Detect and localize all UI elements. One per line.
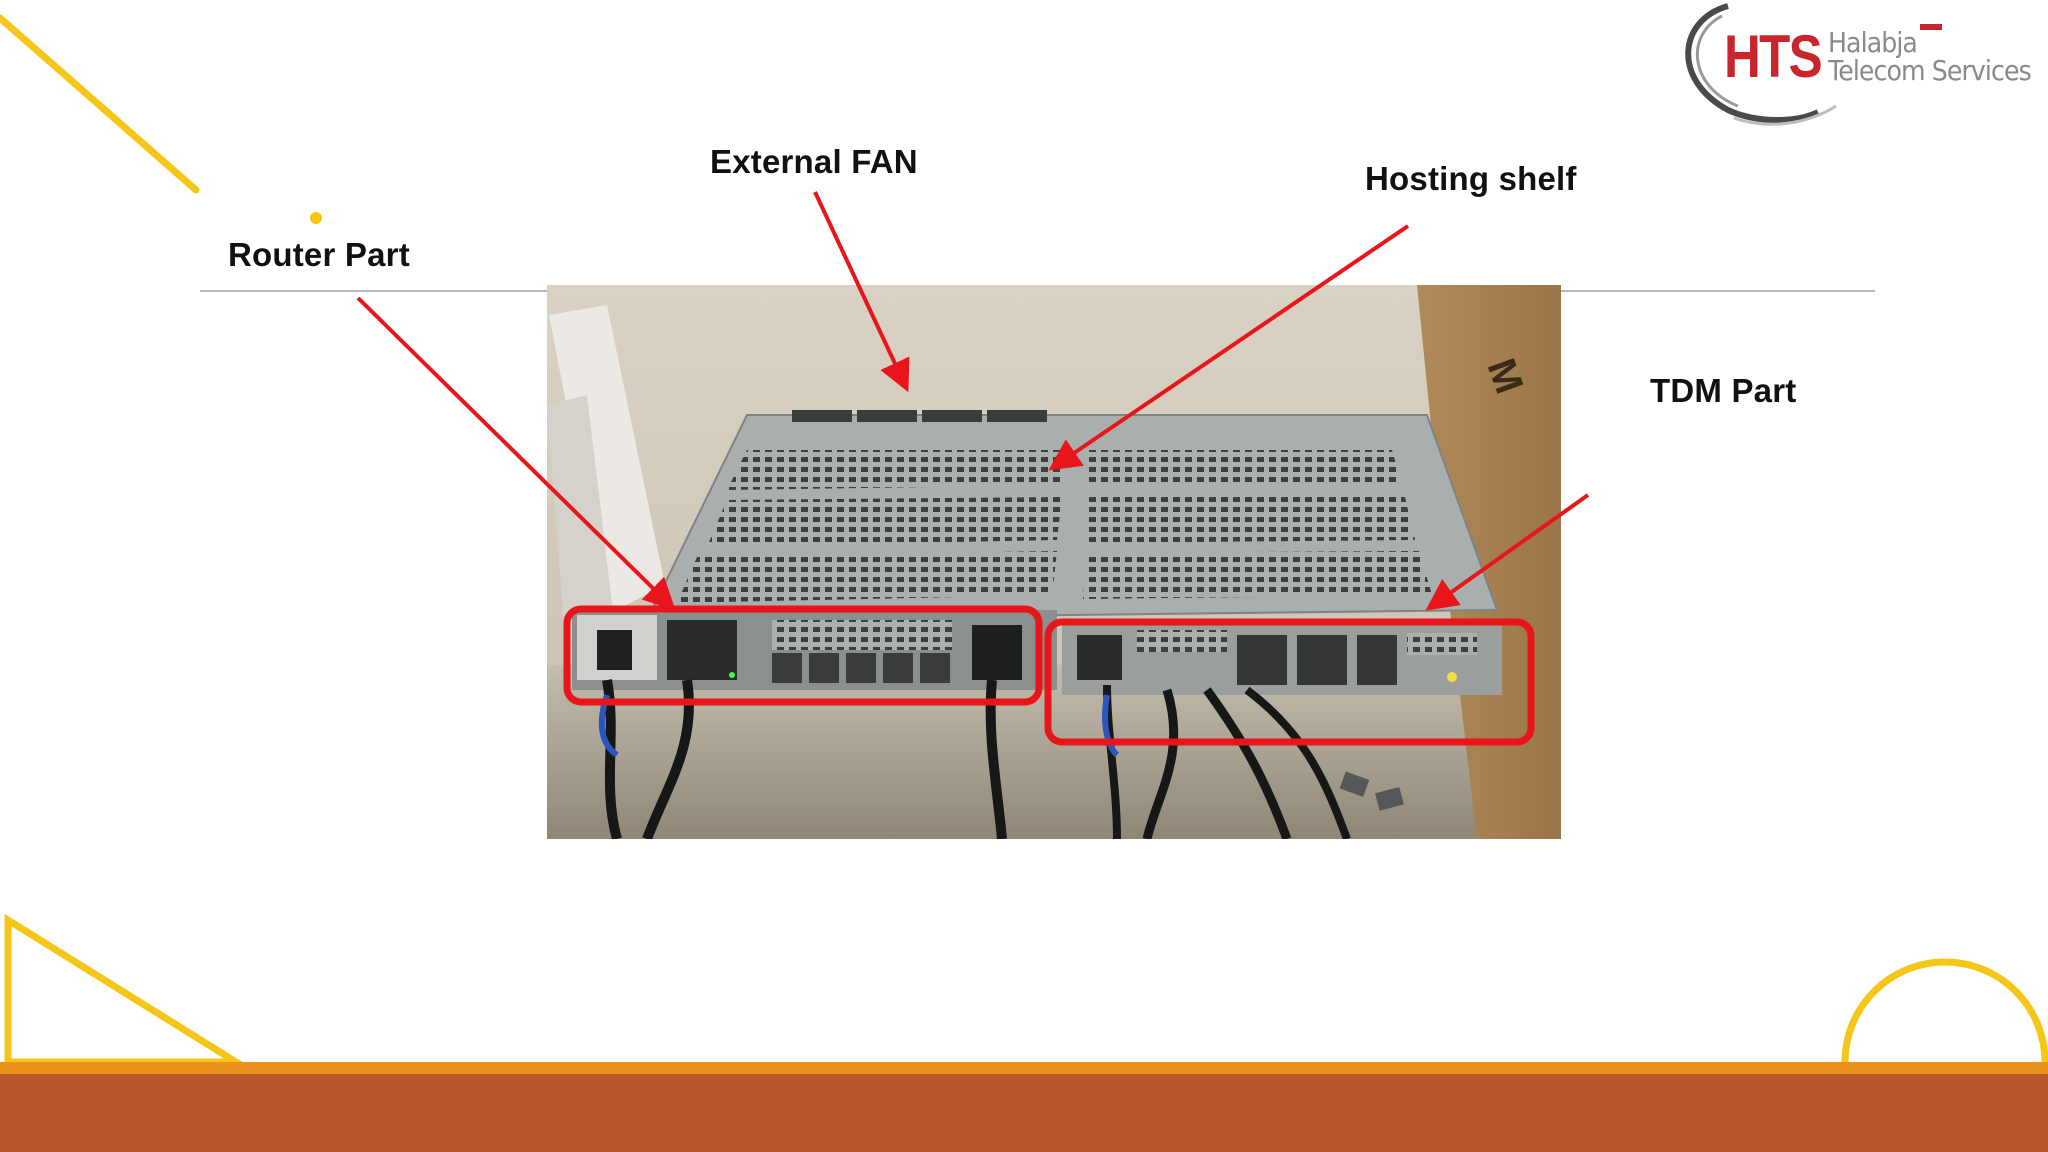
logo-line-1: Halabja	[1828, 26, 1918, 59]
external-fan-label: External FAN	[710, 143, 918, 180]
tdm-part-label: TDM Part	[1650, 372, 1797, 409]
footer-bar	[0, 1074, 2048, 1152]
yellow-dot	[310, 212, 322, 224]
logo-swoosh-icon	[1685, 3, 1837, 126]
logo-mark: HTS	[1724, 23, 1823, 90]
top-left-diagonal-stroke	[0, 14, 200, 194]
footer-stripe	[0, 1062, 2048, 1074]
hts-logo: HTS Halabja Telecom Services	[1668, 0, 2038, 130]
equipment-photo: M	[547, 285, 1561, 839]
bottom-left-triangle	[4, 913, 249, 1066]
router-part-label: Router Part	[228, 236, 410, 273]
logo-line-2: Telecom Services	[1828, 54, 2032, 87]
logo-red-dash	[1920, 24, 1942, 30]
hosting-shelf-label: Hosting shelf	[1365, 160, 1577, 197]
bottom-right-half-circle	[1841, 958, 2048, 1063]
